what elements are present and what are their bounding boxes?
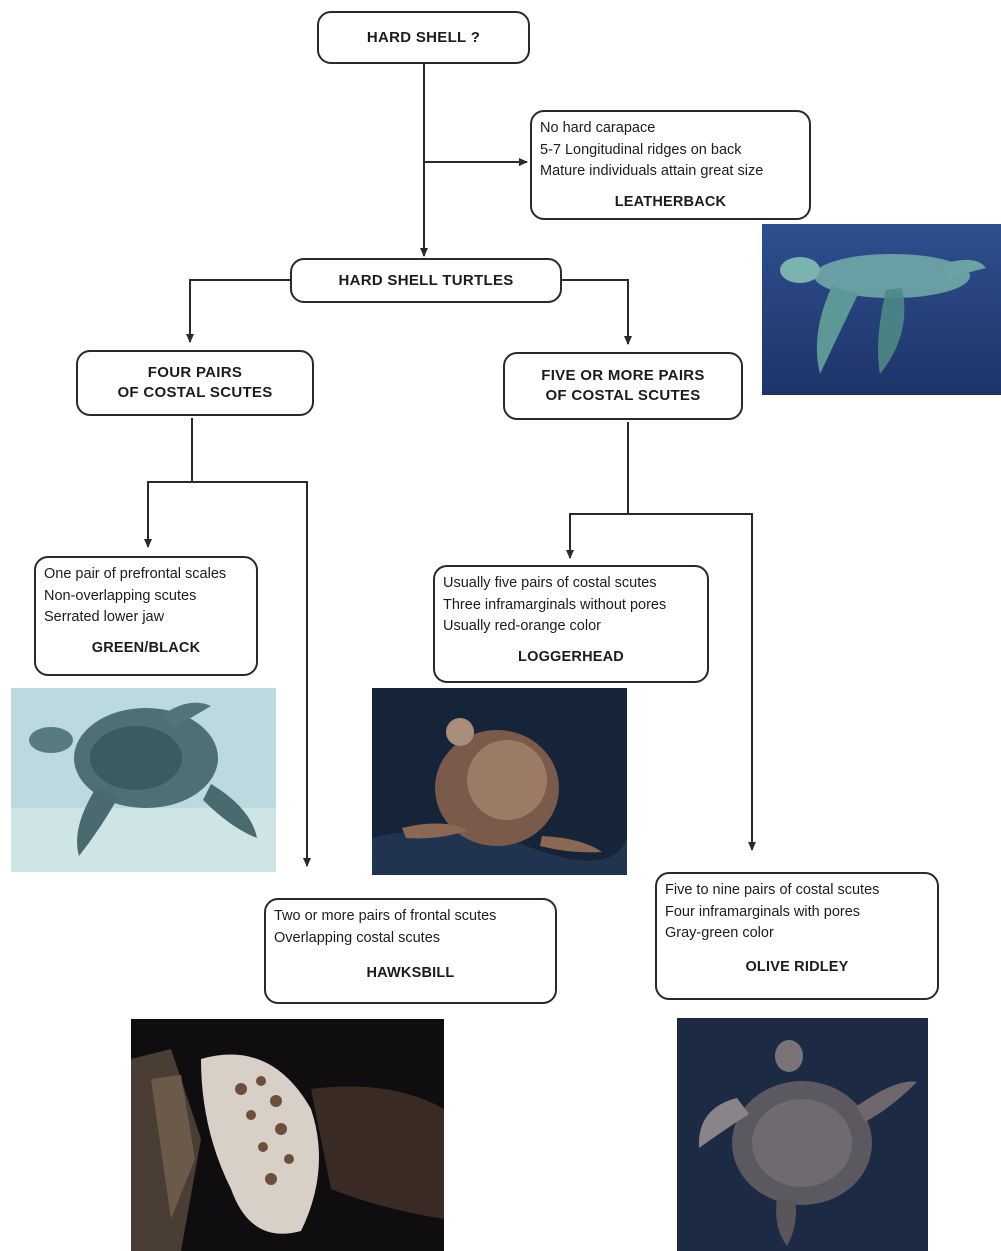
four-pairs-line2: OF COSTAL SCUTES [117,384,273,401]
green-black-box: One pair of prefrontal scales Non-overla… [34,556,258,676]
hard-shell-turtles-label: HARD SHELL TURTLES [338,271,514,289]
root-question-label: HARD SHELL ? [366,28,481,46]
five-pairs-box: FIVE OR MORE PAIRS OF COSTAL SCUTES [503,352,743,420]
olive-ridley-trait: Four inframarginals with pores [665,903,861,920]
hawksbill-trait: Two or more pairs of frontal scutes [274,908,497,924]
leatherback-name: LEATHERBACK [614,193,727,210]
connector-five-to-loggerhead [566,422,629,559]
olive-ridley-trait: Gray-green color [665,925,774,941]
leatherback-box: No hard carapace 5-7 Longitudinal ridges… [530,110,811,220]
loggerhead-trait: Usually five pairs of costal scutes [443,575,657,591]
root-question-box: HARD SHELL ? [317,11,530,64]
connector-four-to-green [144,418,193,548]
leatherback-trait: Mature individuals attain great size [540,163,764,179]
four-pairs-box: FOUR PAIRS OF COSTAL SCUTES [76,350,314,416]
connector-five-to-olive [628,513,756,851]
loggerhead-photo [372,688,627,875]
loggerhead-trait: Usually red-orange color [443,618,601,634]
connector-hardshell-to-four [186,279,292,343]
hawksbill-box: Two or more pairs of frontal scutes Over… [264,898,557,1004]
loggerhead-trait: Three inframarginals without pores [443,596,667,613]
olive-ridley-box: Five to nine pairs of costal scutes Four… [655,872,939,1000]
green-black-photo [11,688,276,872]
olive-ridley-name: OLIVE RIDLEY [745,958,849,975]
hawksbill-photo [131,1019,444,1251]
leatherback-trait: 5-7 Longitudinal ridges on back [540,141,742,158]
connector-four-to-hawksbill [192,481,311,867]
four-pairs-line1: FOUR PAIRS [147,364,243,381]
green-trait: Serrated lower jaw [44,609,165,625]
hawksbill-trait: Overlapping costal scutes [274,929,441,946]
olive-ridley-trait: Five to nine pairs of costal scutes [665,882,880,898]
five-pairs-line1: FIVE OR MORE PAIRS [541,367,705,384]
hard-shell-turtles-box: HARD SHELL TURTLES [290,258,562,303]
connector-hardshell-to-five [560,279,632,345]
leatherback-photo [762,224,1001,395]
loggerhead-box: Usually five pairs of costal scutes Thre… [433,565,709,683]
loggerhead-name: LOGGERHEAD [518,648,624,665]
green-trait: Non-overlapping scutes [44,587,197,604]
green-name: GREEN/BLACK [91,639,201,656]
green-trait: One pair of prefrontal scales [44,566,227,582]
hawksbill-name: HAWKSBILL [366,965,455,981]
leatherback-trait: No hard carapace [540,120,656,136]
five-pairs-line2: OF COSTAL SCUTES [545,387,701,404]
olive-ridley-photo [677,1018,928,1251]
